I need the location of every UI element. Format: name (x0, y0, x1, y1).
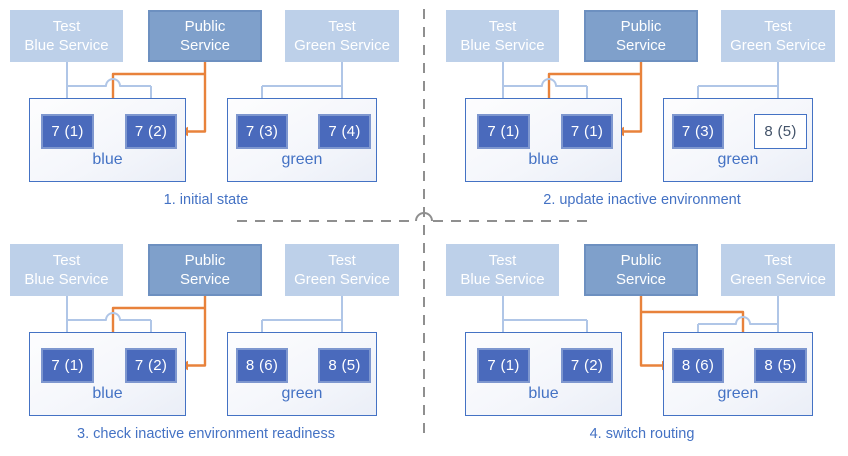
service-label-line2: Green Service (730, 37, 826, 54)
service-label-line1: Public (184, 252, 226, 269)
app-instance: 7 (1) (41, 348, 94, 383)
service-label-line2: Green Service (730, 271, 826, 288)
app-instance: 8 (5) (754, 114, 807, 149)
service-label-line1: Test (52, 252, 81, 269)
panel-caption: 3. check inactive environment readiness (77, 426, 335, 442)
app-instance: 7 (3) (672, 114, 724, 149)
environment-label-blue: blue (528, 151, 559, 168)
app-instance: 8 (6) (236, 348, 288, 383)
panel-caption: 4. switch routing (589, 426, 695, 442)
service-label-line2: Green Service (294, 37, 390, 54)
service-label-line1: Test (764, 18, 792, 35)
app-instance: 7 (1) (561, 114, 613, 149)
service-box-test-blue: Test Blue Service (10, 10, 123, 62)
service-label-line2: Blue Service (460, 271, 545, 288)
environment-label-blue: blue (92, 151, 123, 168)
service-label-line1: Public (184, 18, 226, 35)
panel-caption: 2. update inactive environment (543, 192, 741, 208)
environment-label-green: green (281, 151, 323, 168)
service-label-line2: Service (179, 37, 231, 54)
environment-label-blue: blue (92, 385, 123, 402)
panel-4-switch-routing: Test Blue Service Public Service Test Gr… (436, 234, 848, 456)
service-label-line1: Test (488, 252, 517, 269)
service-box-public: Public Service (148, 10, 262, 62)
service-box-test-green: Test Green Service (721, 10, 835, 62)
app-instance: 7 (1) (477, 348, 530, 383)
environment-label-blue: blue (528, 385, 559, 402)
service-box-test-green: Test Green Service (721, 244, 835, 296)
service-label-line1: Test (328, 18, 356, 35)
panel-caption: 1. initial state (163, 192, 249, 208)
panel-1-initial-state: Test Blue Service Public Service Test Gr… (0, 0, 424, 228)
environment-label-green: green (717, 385, 759, 402)
service-label-line2: Blue Service (24, 37, 109, 54)
service-label-line2: Service (615, 271, 667, 288)
app-instance: 7 (2) (561, 348, 613, 383)
service-label-line2: Green Service (294, 271, 390, 288)
service-label-line2: Service (179, 271, 231, 288)
service-box-public: Public Service (584, 244, 698, 296)
service-label-line1: Test (488, 18, 517, 35)
app-instance: 7 (2) (125, 348, 177, 383)
environment-label-green: green (281, 385, 323, 402)
service-label-line2: Service (615, 37, 667, 54)
service-box-public: Public Service (584, 10, 698, 62)
app-instance: 7 (3) (236, 114, 288, 149)
service-box-test-blue: Test Blue Service (446, 10, 559, 62)
panel-3-check-inactive-environment-readiness: Test Blue Service Public Service Test Gr… (0, 234, 424, 456)
service-label-line1: Public (620, 18, 662, 35)
service-box-test-green: Test Green Service (285, 244, 399, 296)
app-instance: 7 (1) (477, 114, 530, 149)
service-label-line1: Test (764, 252, 792, 269)
app-instance: 8 (5) (318, 348, 371, 383)
service-label-line2: Blue Service (24, 271, 109, 288)
app-instance: 8 (6) (672, 348, 724, 383)
app-instance: 7 (2) (125, 114, 177, 149)
app-instance: 8 (5) (754, 348, 807, 383)
app-instance: 7 (4) (318, 114, 371, 149)
environment-label-green: green (717, 151, 759, 168)
service-label-line2: Blue Service (460, 37, 545, 54)
service-label-line1: Test (52, 18, 81, 35)
service-label-line1: Public (620, 252, 662, 269)
service-box-test-blue: Test Blue Service (446, 244, 559, 296)
service-box-public: Public Service (148, 244, 262, 296)
service-box-test-green: Test Green Service (285, 10, 399, 62)
panel-2-update-inactive-environment: Test Blue Service Public Service Test Gr… (436, 0, 848, 228)
service-box-test-blue: Test Blue Service (10, 244, 123, 296)
app-instance: 7 (1) (41, 114, 94, 149)
service-label-line1: Test (328, 252, 356, 269)
